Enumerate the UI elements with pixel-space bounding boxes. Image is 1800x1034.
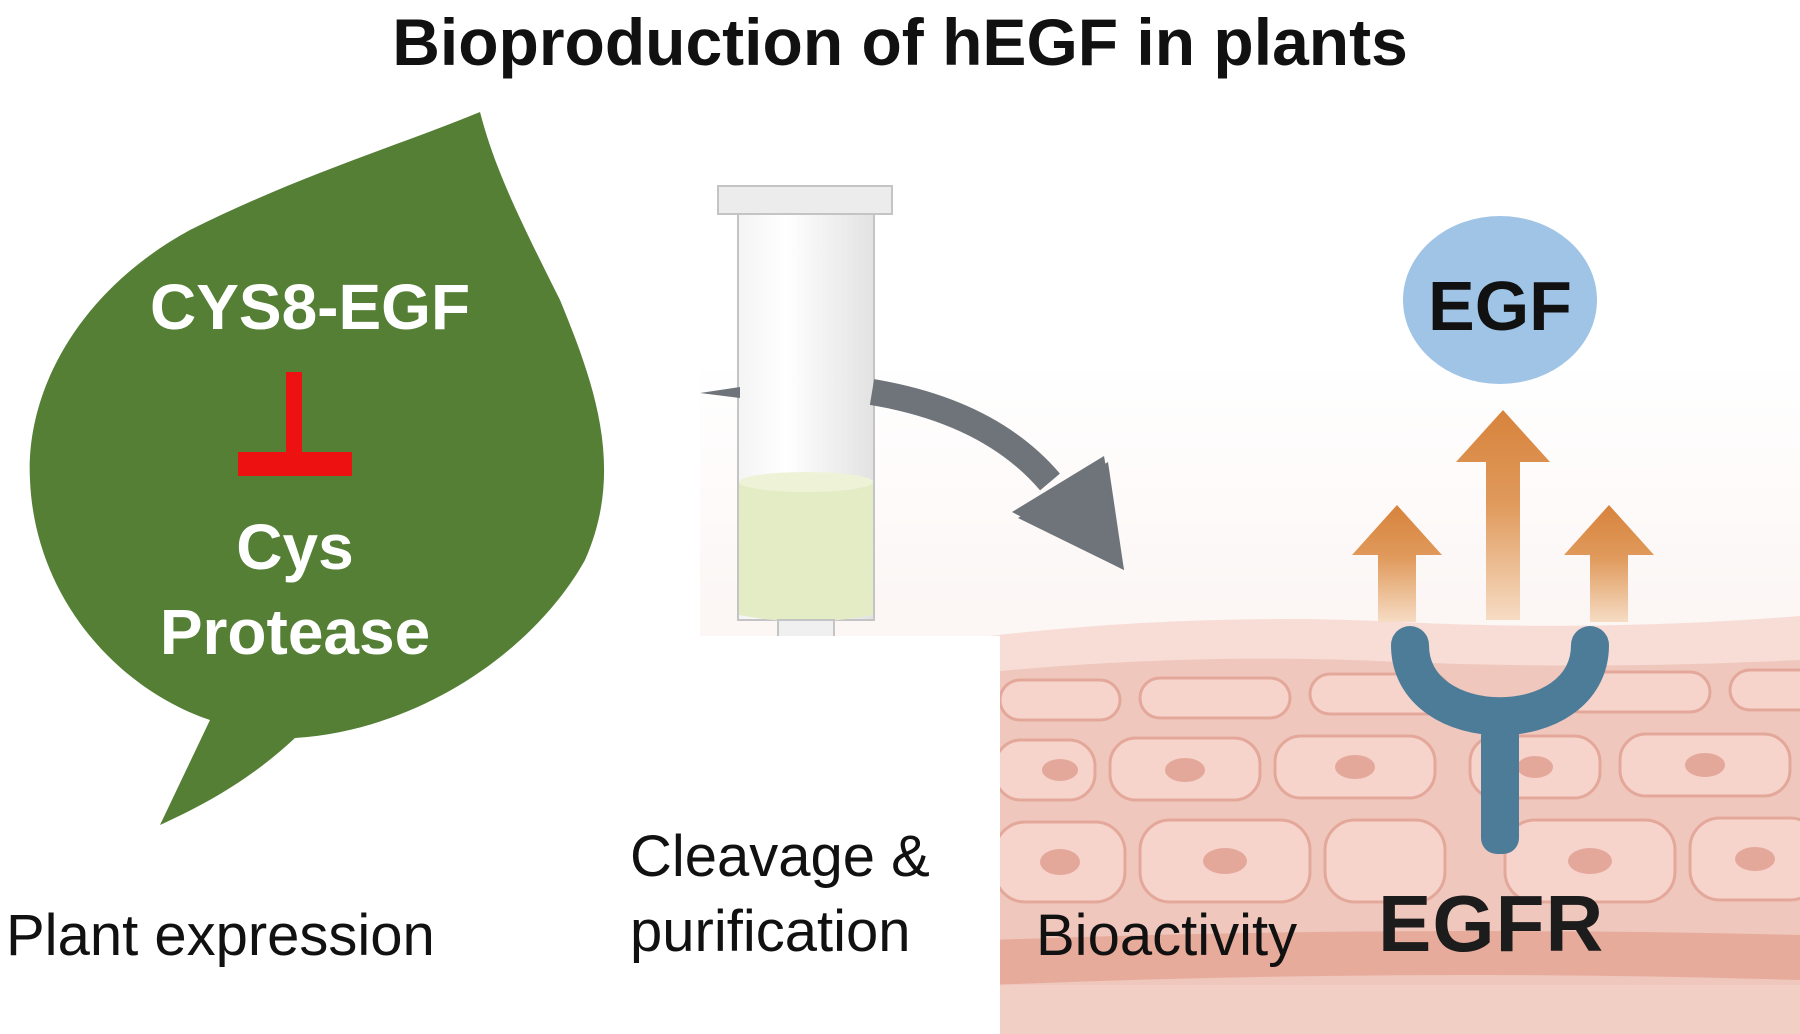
plant-expression-label: Plant expression: [6, 903, 435, 968]
egfr-receptor-icon: [1391, 626, 1609, 854]
flow-arrow-icon: [869, 379, 1124, 570]
protease-label-line2: Protease: [159, 596, 431, 668]
construct-label: CYS8-EGF: [149, 271, 471, 343]
cleavage-label-line1: Cleavage &: [630, 824, 930, 889]
egf-ligand-icon: [1403, 216, 1597, 384]
signal-arrows-icon: [1352, 410, 1654, 622]
skin-tissue: [700, 616, 1800, 1034]
egfr-label: EGFR: [1378, 879, 1605, 968]
cleavage-label-line2: purification: [630, 899, 911, 964]
egf-label: EGF: [1428, 267, 1572, 345]
bioactivity-label: Bioactivity: [1036, 903, 1298, 968]
inhibition-icon: [238, 372, 352, 476]
protease-label-line1: Cys: [236, 511, 354, 583]
diagram-title: Bioproduction of hEGF in plants: [392, 5, 1408, 79]
